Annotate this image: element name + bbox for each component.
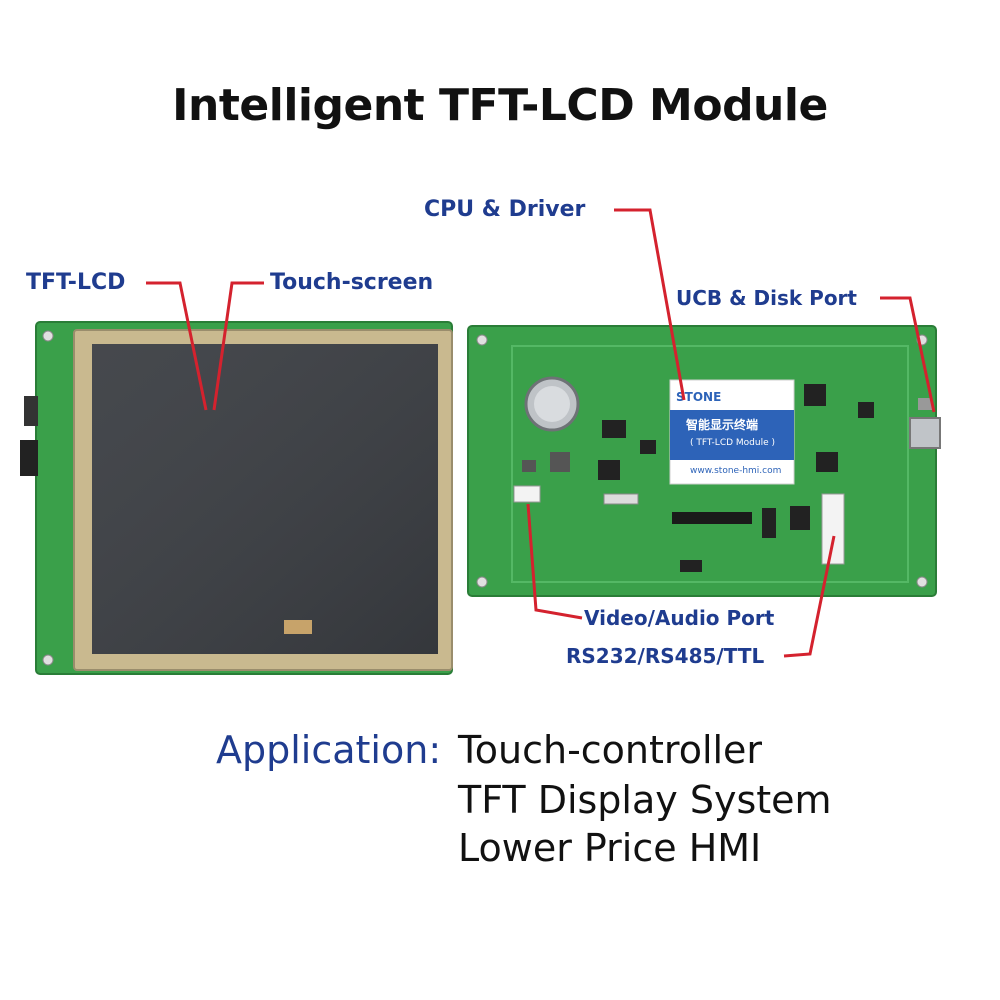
- callout-tft-lcd: TFT-LCD: [26, 270, 126, 295]
- serial-connector: [821, 493, 845, 565]
- callout-video-audio-port: Video/Audio Port: [584, 606, 775, 630]
- leader-cpu-driver: [614, 208, 686, 401]
- application-item: TFT Display System: [458, 778, 832, 822]
- back-module: [467, 325, 941, 597]
- leader-ucb-disk: [880, 296, 936, 413]
- page-title: Intelligent TFT-LCD Module: [172, 80, 828, 131]
- board-label-brand: STONE: [676, 390, 722, 404]
- callout-touch-screen: Touch-screen: [270, 270, 434, 295]
- leader-touch-screen: [212, 281, 264, 411]
- video-audio-connector: [513, 485, 541, 503]
- application-item: Lower Price HMI: [458, 826, 762, 870]
- callout-ucb-disk-port: UCB & Disk Port: [676, 286, 857, 310]
- application-item: Touch-controller: [458, 728, 763, 772]
- board-label-model: ( TFT-LCD Module ): [690, 438, 775, 448]
- leader-tft-lcd: [146, 281, 208, 411]
- callout-serial-ports: RS232/RS485/TTL: [566, 644, 765, 668]
- usb-port: [909, 417, 941, 449]
- front-module: [20, 321, 453, 675]
- board-label-website: www.stone-hmi.com: [690, 466, 782, 476]
- board-label-chinese: 智能显示终端: [686, 418, 759, 432]
- leader-video-audio: [526, 503, 583, 620]
- callout-cpu-driver: CPU & Driver: [424, 197, 586, 222]
- leader-serial: [783, 535, 836, 658]
- application-label: Application:: [216, 728, 442, 772]
